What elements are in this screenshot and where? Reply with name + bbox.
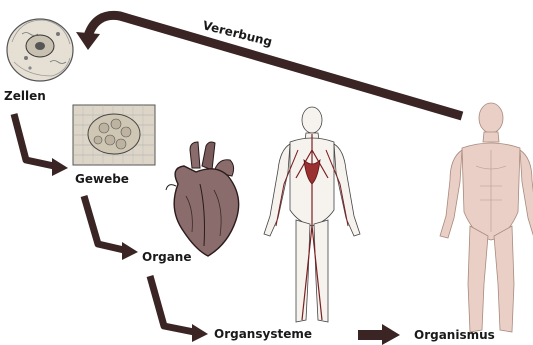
arrowhead-zellen-to-gewebe [52,158,68,176]
label-gewebe: Gewebe [75,172,129,186]
label-organsysteme: Organsysteme [214,327,312,341]
arrow-gewebe-to-organe [84,196,124,250]
label-zellen: Zellen [4,89,46,103]
organ-system-figure-icon [264,107,360,322]
label-organismus: Organismus [414,328,495,342]
label-organe: Organe [142,250,192,264]
cell-icon [7,19,73,81]
arrowhead-gewebe-to-organe [122,242,138,260]
arrowhead-vererbung [76,32,100,50]
arrowhead-organe-to-organsysteme [192,324,208,342]
arrowhead-organsysteme-to-organismus [382,324,400,345]
arrow-zellen-to-gewebe [14,114,54,166]
arrow-organe-to-organsysteme [150,276,194,332]
heart-icon [166,142,239,256]
tissue-icon [73,105,155,165]
human-figure-icon [440,103,533,332]
arrow-organsysteme-to-organismus [358,330,384,340]
arrow-vererbung [88,15,462,116]
